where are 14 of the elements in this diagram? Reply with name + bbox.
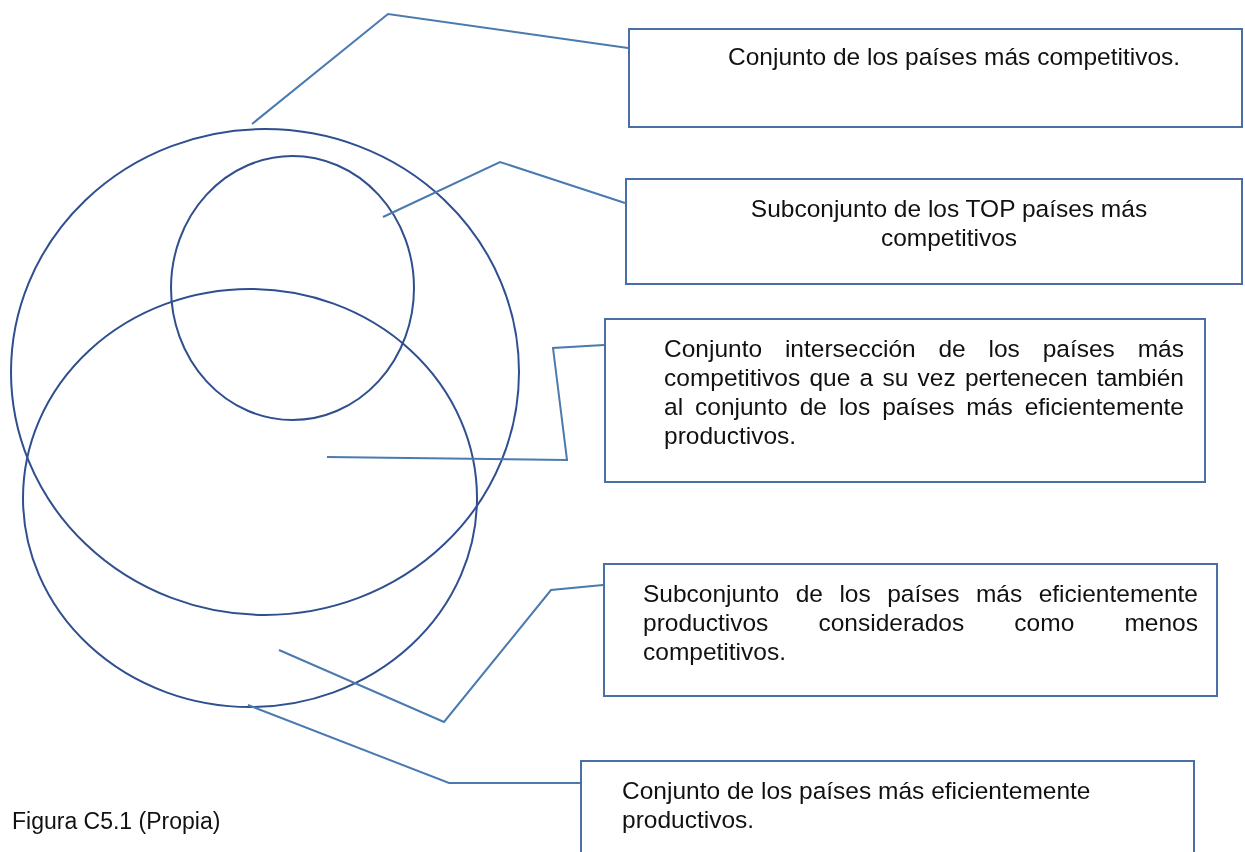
callout-box: Conjunto de los países más competitivos. [628,28,1243,128]
leader-line [382,160,626,218]
leader-line [278,584,604,724]
set-circle [22,288,478,708]
leader-line [326,344,605,461]
callout-box: Conjunto intersección de los países más competitivos que a su vez pertenecen también al conjunto de los países más eficientemente productivos. [604,318,1206,483]
leader-line [251,12,629,125]
callout-box: Subconjunto de los TOP países más competitivos [625,178,1243,285]
figure-caption: Figura C5.1 (Propia) [12,808,221,835]
leader-line [247,704,581,784]
callout-box: Conjunto de los países más eficientemente productivos. [580,760,1195,852]
set-circle [170,155,415,421]
callout-box: Subconjunto de los países más eficientemente productivos considerados como menos competitivos. [603,563,1218,697]
set-circle [10,128,520,616]
